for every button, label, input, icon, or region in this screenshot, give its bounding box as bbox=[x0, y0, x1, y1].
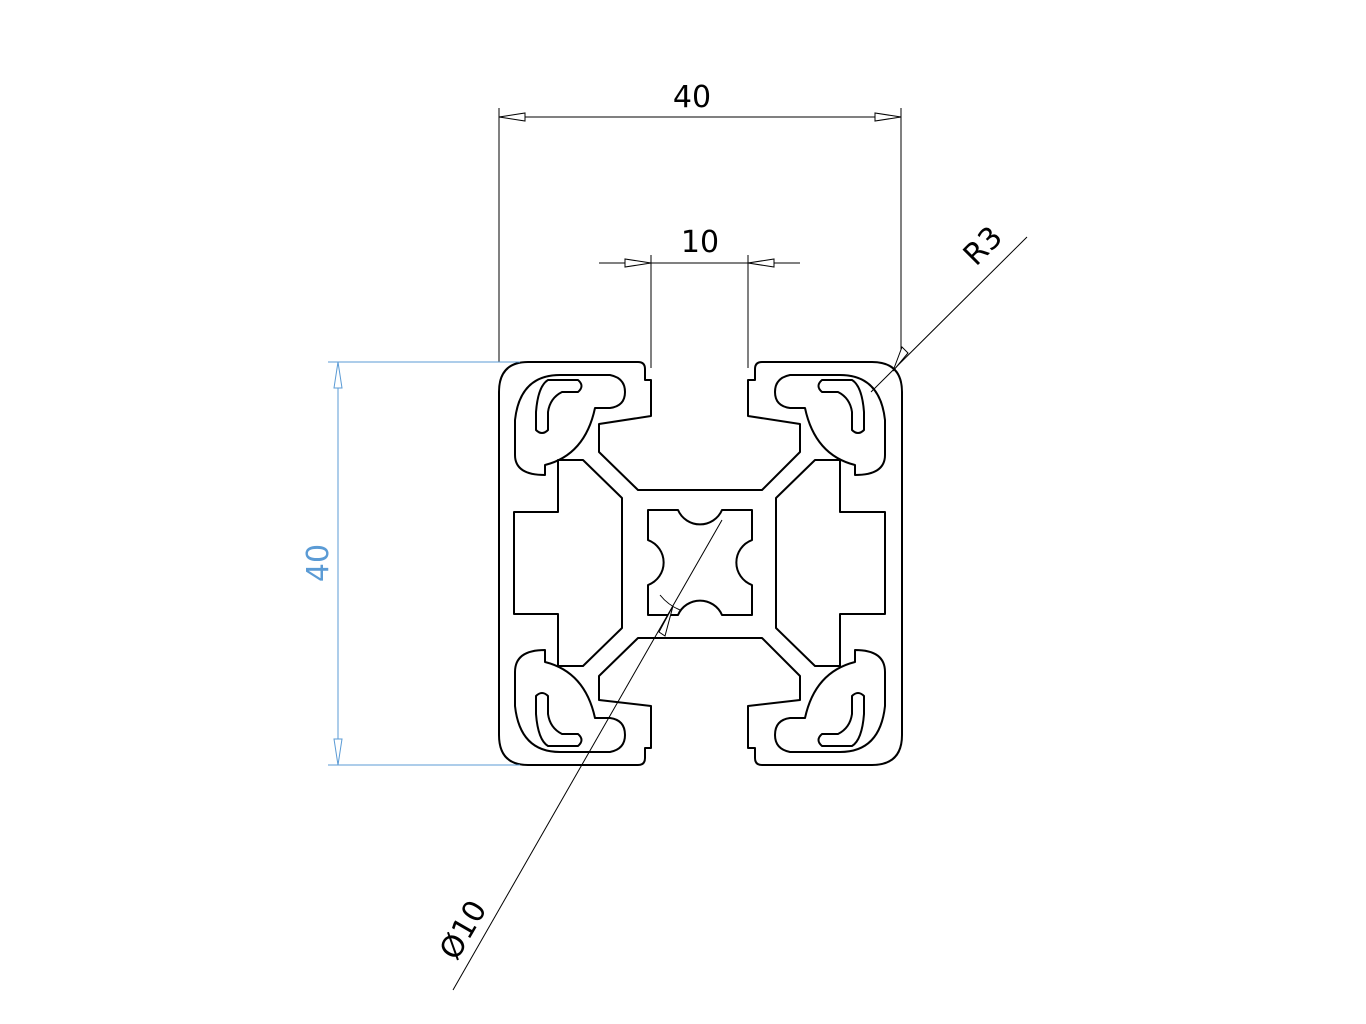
center-bore bbox=[650, 513, 750, 613]
slot-width-label: 10 bbox=[681, 225, 719, 260]
overall-height-label: 40 bbox=[301, 544, 336, 582]
arrowhead-top bbox=[333, 361, 343, 389]
arrowhead-bottom bbox=[333, 738, 343, 766]
corner-chamber-top-right bbox=[774, 374, 886, 476]
right-side-cavity bbox=[775, 459, 886, 667]
corner-detail-bottom-right bbox=[817, 692, 865, 747]
corner-detail-bottom-left bbox=[535, 692, 583, 747]
corner-detail-top-right bbox=[817, 379, 865, 434]
arrowhead-right bbox=[874, 112, 902, 122]
dimension-slot-width: 10 bbox=[599, 225, 800, 368]
left-side-cavity bbox=[513, 459, 623, 667]
center-bore-arc bbox=[659, 594, 681, 611]
center-core bbox=[647, 509, 753, 616]
aluminum-profile bbox=[498, 361, 903, 766]
arrowhead-bore bbox=[658, 605, 674, 637]
arrowhead-slot-right bbox=[747, 258, 775, 268]
profile-outer-contour bbox=[498, 361, 903, 766]
bore-diameter-label: Ø10 bbox=[433, 895, 494, 966]
corner-chamber-bottom-left bbox=[514, 649, 626, 753]
dimension-bore-diameter: Ø10 bbox=[433, 519, 723, 991]
corner-chamber-bottom-right bbox=[774, 649, 886, 753]
dimension-overall-height: 40 bbox=[301, 361, 520, 766]
dimension-corner-radius: R3 bbox=[870, 220, 1028, 393]
corner-radius-label: R3 bbox=[957, 220, 1010, 273]
dimension-overall-width: 40 bbox=[498, 80, 902, 362]
corner-detail-top-left bbox=[535, 379, 583, 434]
arrowhead-radius bbox=[892, 346, 909, 372]
overall-width-label: 40 bbox=[673, 80, 711, 115]
arrowhead-left bbox=[498, 112, 526, 122]
corner-chamber-top-left bbox=[514, 374, 626, 476]
arrowhead-slot-left bbox=[624, 258, 652, 268]
